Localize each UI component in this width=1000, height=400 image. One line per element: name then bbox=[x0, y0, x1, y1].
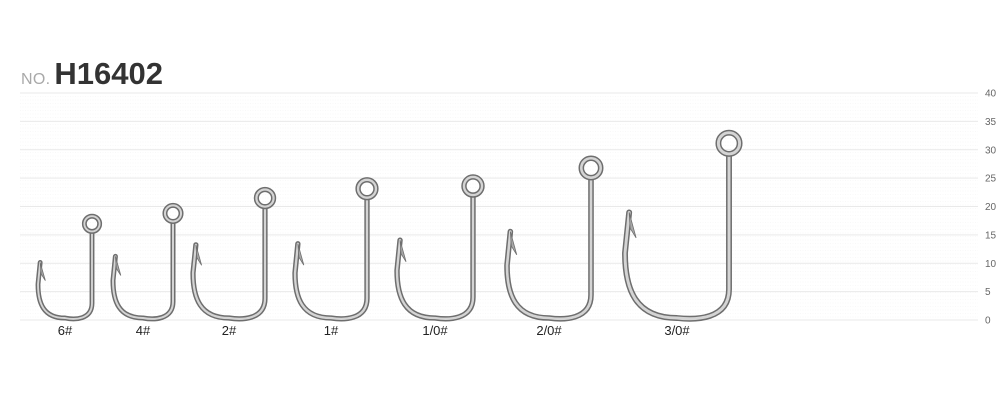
hook-series: 6# 4# 2# 1# 1/0# 2/0# 3/0# bbox=[35, 129, 743, 338]
hook-barb bbox=[399, 240, 407, 262]
hook-eye-shine bbox=[462, 175, 484, 197]
hook-body-shine bbox=[623, 152, 731, 321]
hook-body-shine bbox=[293, 196, 369, 320]
product-number-prefix: NO. bbox=[21, 71, 51, 88]
hook-size-label: 1/0# bbox=[422, 323, 448, 338]
hook-eye-shine bbox=[255, 188, 275, 208]
product-code: H16402 bbox=[54, 56, 163, 91]
scale-tick-label: 0 bbox=[985, 316, 991, 327]
hook-barb bbox=[39, 262, 46, 281]
hook-barb bbox=[115, 256, 122, 276]
hook-barb bbox=[628, 212, 637, 239]
scale-tick-label: 5 bbox=[985, 287, 991, 298]
hook-body bbox=[190, 204, 268, 322]
hook-size-label: 1# bbox=[324, 323, 339, 338]
hook-body-shine bbox=[37, 230, 93, 320]
hook-body-shine bbox=[191, 205, 267, 320]
hook-3: 2# bbox=[190, 186, 277, 338]
hook-size-label: 6# bbox=[58, 323, 73, 338]
product-title: NO. H16402 bbox=[21, 56, 163, 92]
hook-size-label: 4# bbox=[136, 323, 151, 338]
hook-body-shine bbox=[111, 220, 175, 320]
scale-tick-label: 30 bbox=[985, 145, 997, 156]
hook-barb bbox=[195, 244, 203, 266]
hook-body-shine bbox=[395, 193, 475, 320]
hook-body bbox=[110, 218, 176, 322]
hook-barb bbox=[509, 231, 518, 256]
hook-7: 3/0# bbox=[622, 129, 743, 338]
hook-4: 1# bbox=[292, 177, 379, 338]
hook-barb bbox=[297, 243, 305, 266]
hook-eye-shine bbox=[356, 178, 378, 199]
hook-eye-shine bbox=[163, 204, 183, 223]
scale-gridlines: 0 5 10 15 20 25 30 35 40 bbox=[20, 89, 997, 327]
scale-tick-label: 15 bbox=[985, 230, 997, 241]
scale-tick-label: 40 bbox=[985, 89, 997, 100]
hook-body bbox=[394, 192, 476, 322]
background-grid bbox=[20, 92, 978, 318]
hook-body-shine bbox=[505, 176, 593, 321]
hook-body bbox=[504, 174, 594, 322]
hook-size-label: 2# bbox=[222, 323, 237, 338]
scale-tick-label: 35 bbox=[985, 117, 997, 128]
hook-size-label: 2/0# bbox=[536, 323, 562, 338]
hook-eye-shine bbox=[716, 131, 742, 156]
hook-body bbox=[292, 195, 370, 322]
hook-6: 2/0# bbox=[504, 155, 604, 338]
hook-eye-shine bbox=[580, 156, 602, 179]
scale-tick-label: 20 bbox=[985, 202, 997, 213]
scale-tick-label: 25 bbox=[985, 174, 997, 185]
hook-2: 4# bbox=[110, 202, 184, 338]
hook-5: 1/0# bbox=[394, 174, 485, 338]
hook-eye-shine bbox=[83, 215, 101, 233]
scale-tick-label: 10 bbox=[985, 259, 997, 270]
hook-size-label: 3/0# bbox=[664, 323, 690, 338]
hook-1: 6# bbox=[35, 213, 103, 338]
